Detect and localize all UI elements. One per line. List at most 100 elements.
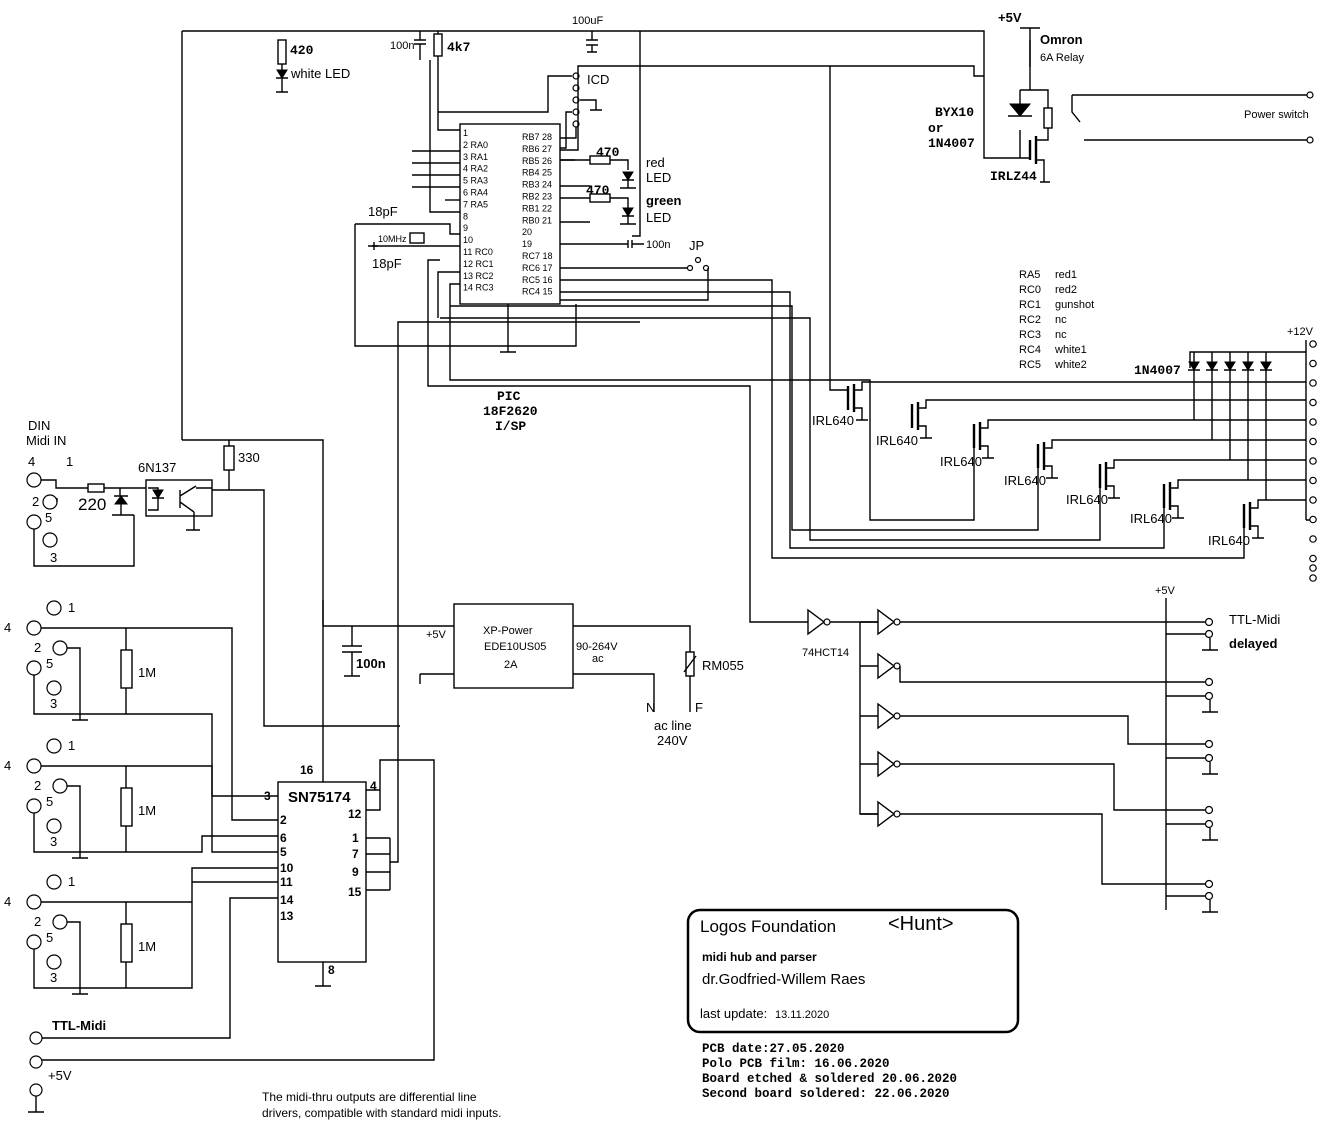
note-line-2: drivers, compatible with standard midi i… [262,1106,501,1120]
note-line-1: The midi-thru outputs are differential l… [262,1090,477,1104]
thru-pin-4: 4 [4,894,11,909]
thru-pin-4: 4 [4,758,11,773]
pic-pin-right: RC4 15 [522,287,553,297]
ttl-outputs: 74HCT14 +5V TTL-Midi delayed [427,259,1280,913]
history-notes: PCB date:27.05.2020 Polo PCB film: 16.06… [702,1042,957,1101]
pic-pin-left: 14 RC3 [463,283,494,293]
green-label: green [646,193,681,208]
neutral-label: N [646,700,655,715]
port-map-pin: RC0 [1019,284,1041,296]
pic-pin-left: 5 RA3 [463,176,488,186]
r1m-label: 1M [138,939,156,954]
output-terminal [1309,359,1317,368]
driver-pin-right: 7 [352,847,359,861]
mosfet-label: IRL640 [1066,492,1108,507]
pic-pin-left: 1 [463,128,468,138]
r1m-label: 1M [138,803,156,818]
project-desc: midi hub and parser [702,950,817,964]
r220-label: 220 [78,495,106,514]
driver-pin-left: 11 [280,875,293,889]
varistor-label: RM055 [702,658,744,673]
ttl-out-label: TTL-Midi [1229,612,1280,627]
history-3: Board etched & soldered 20.06.2020 [702,1072,957,1086]
title-frame [686,908,1020,1034]
psu-module [453,603,574,689]
ttl-vcc-label: +5V [1155,585,1176,597]
pic-pin-left: 13 RC2 [463,271,494,281]
mosfet-label: IRL640 [1208,533,1250,548]
output-terminal [1309,437,1317,446]
ac-line-label: ac line [654,718,692,733]
ttl-output-jack [1204,819,1214,829]
pic-pin-left: 8 [463,211,468,221]
ttl-output-jack [1204,629,1214,639]
driver-pin-right: 4 [370,779,377,793]
pic-pin-left: 10 [463,235,473,245]
midi-in-pin-2: 2 [32,494,39,509]
ac-line-voltage: 240V [657,733,688,748]
author-name: dr.Godfried-Willem Raes [702,971,865,988]
midi-in-pin-5: 5 [45,510,52,525]
output-terminal [1309,340,1317,348]
cap18-bot-label: 18pF [372,256,402,271]
cap-100n-pic-label: 100n [646,239,670,251]
driver-pin-left: 5 [280,845,287,859]
driver-pin-left: 10 [280,861,294,875]
port-map-pin: RC5 [1019,359,1041,371]
white-led-label: white LED [290,66,350,81]
clamp-diode-icon [1224,361,1236,371]
relay-maker: Omron [1040,32,1083,47]
r1m-label: 1M [138,665,156,680]
port-map-pin: RC1 [1019,299,1041,311]
r420-label: 420 [290,43,314,58]
pic-pin-left: 7 RA5 [463,199,488,209]
output-terminal [1309,379,1317,387]
r470-red-label: 470 [596,145,620,160]
driver-pin-left: 13 [280,909,294,923]
pic-pin-left: 6 RA4 [463,188,488,198]
cap-100u-label: 100uF [572,15,603,27]
pic-pin-right: RC7 18 [522,251,553,261]
buffer-gate [877,750,896,778]
jumper-label: JP [689,238,704,253]
green-led-icon [622,207,634,217]
icd-label: ICD [587,72,609,87]
ttl-input: TTL-Midi +5V [28,897,278,1113]
port-map-function: red1 [1055,269,1077,281]
ttl-output-jack [1204,677,1214,687]
thru-pin-3: 3 [50,834,57,849]
ttl-in-vcc: +5V [48,1068,72,1083]
vcc-label: +5V [998,10,1022,25]
driver-pin-left: 2 [280,813,287,827]
din-label: DIN [28,418,50,433]
midi-in-pin-1: 1 [66,454,73,469]
thru-pin-1: 1 [68,874,75,889]
pic-pin-left: 2 RA0 [463,140,488,150]
red-led-icon [622,171,634,181]
buffer-gate [877,800,896,828]
pic-pin-right: RB0 21 [522,215,552,225]
output-terminal [1309,398,1317,407]
port-map-function: nc [1055,329,1067,341]
icd-header: ICD [558,72,609,149]
ttl-output-jack [1204,753,1214,763]
resistor-470-green [589,193,611,203]
resistor-220 [87,483,105,493]
clamp-diode-icon [1206,361,1218,371]
led-label-1: LED [646,170,671,185]
cap-100n-label: 100n [390,40,414,52]
mosfet-label: IRL640 [940,454,982,469]
output-terminal [1309,457,1317,465]
mosfet-label: IRLZ44 [990,169,1037,184]
thru-pin-2: 2 [34,914,41,929]
thru-pin-5: 5 [46,794,53,809]
pic-pin-right: RB2 23 [522,192,552,202]
clamp-diode-icon [1260,361,1272,371]
pic-pin-left: 11 RC0 [463,247,493,257]
driver-pin-16: 16 [300,763,314,777]
opto-label: 6N137 [138,460,176,475]
